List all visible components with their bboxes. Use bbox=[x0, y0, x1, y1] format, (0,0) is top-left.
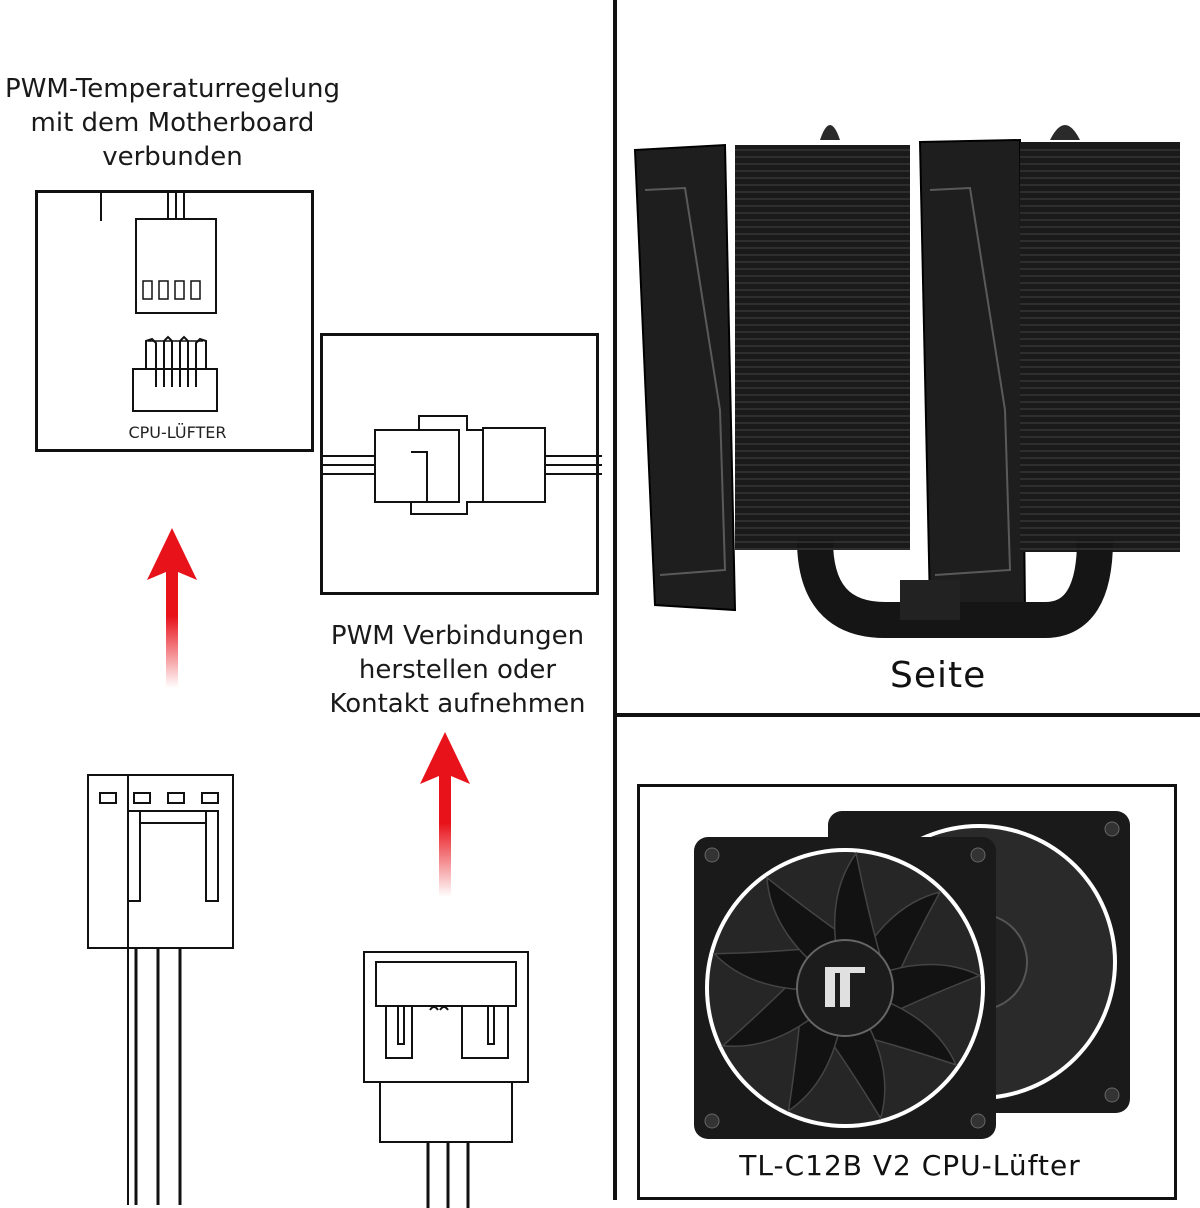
horizontal-divider bbox=[615, 713, 1200, 717]
vertical-divider bbox=[613, 0, 617, 1200]
motherboard-header-box: CPU-LÜFTER bbox=[35, 190, 314, 452]
caption-line: PWM-Temperaturregelung bbox=[5, 74, 340, 104]
connect-caption: PWM Verbindungen herstellen oder Kontakt… bbox=[300, 619, 615, 721]
caption-line: PWM Verbindungen bbox=[330, 621, 585, 651]
fan-connector-male-icon bbox=[363, 951, 529, 1208]
pwm-temperature-caption: PWM-Temperaturregelung mit dem Motherboa… bbox=[0, 72, 345, 174]
up-arrow-icon bbox=[420, 732, 470, 897]
cpu-fan-header-icon bbox=[100, 193, 218, 412]
caption-line: mit dem Motherboard bbox=[30, 108, 315, 138]
cpu-fan-label: CPU-LÜFTER bbox=[128, 423, 227, 442]
extension-connector-icon bbox=[323, 415, 602, 515]
fan-model-label: TL-C12B V2 CPU-Lüfter bbox=[739, 1149, 1081, 1182]
fan-pair-box: TL-C12B V2 CPU-Lüfter bbox=[637, 784, 1177, 1200]
up-arrow-icon bbox=[147, 528, 197, 688]
connector-box bbox=[320, 333, 602, 595]
fan-connector-large-icon bbox=[87, 774, 234, 1205]
case-fans-image bbox=[694, 811, 1130, 1139]
caption-line: herstellen oder bbox=[358, 655, 557, 685]
side-view-label: Seite bbox=[890, 655, 987, 696]
caption-line: verbunden bbox=[102, 142, 243, 172]
caption-line: Kontakt aufnehmen bbox=[329, 689, 586, 719]
cpu-cooler-side-image bbox=[633, 125, 1180, 638]
